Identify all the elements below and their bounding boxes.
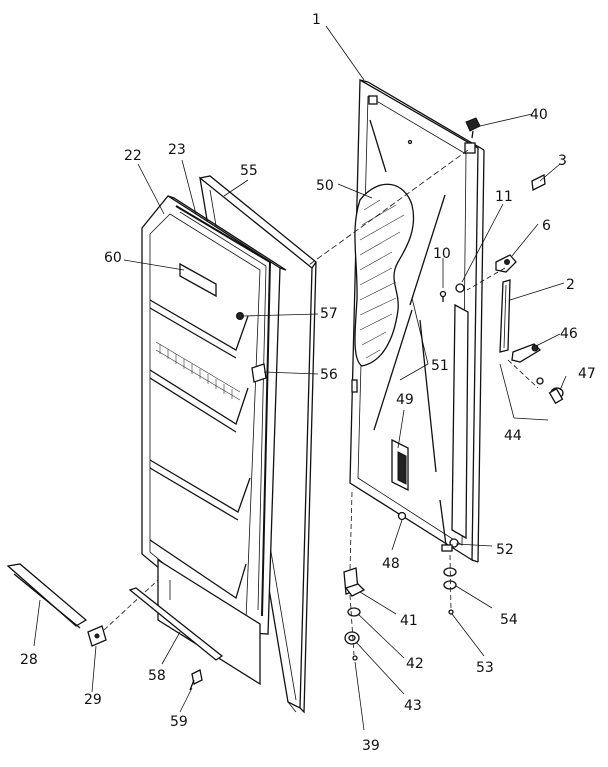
hinge-bar-2 (499, 279, 511, 353)
callout-42: 42 (406, 656, 424, 672)
callout-39: 39 (362, 738, 380, 754)
hinge-bracket-41 (343, 567, 366, 597)
callout-29: 29 (84, 692, 102, 708)
callout-1: 1 (312, 12, 321, 28)
cover-3 (531, 174, 546, 191)
callout-46: 46 (560, 326, 578, 342)
callout-22: 22 (124, 148, 142, 164)
callout-44: 44 (504, 428, 522, 444)
callout-50: 50 (316, 178, 334, 194)
callout-11: 11 (495, 189, 513, 205)
callout-59: 59 (170, 714, 188, 730)
callout-10: 10 (433, 246, 451, 262)
washer-43 (344, 631, 360, 645)
hinge-pin-6 (495, 254, 517, 273)
callout-49: 49 (396, 392, 414, 408)
callout-labels: 1 40 3 11 6 50 10 2 46 47 44 51 49 52 48… (20, 12, 596, 754)
bracket-29 (87, 625, 107, 647)
screw-53 (448, 609, 454, 615)
door-liner (141, 195, 287, 635)
washer-48 (397, 511, 407, 521)
washer-44 (536, 377, 544, 385)
insulation-foam (354, 183, 415, 367)
callout-56: 56 (320, 367, 338, 383)
pin-39 (352, 655, 358, 661)
handle-28 (6, 563, 88, 629)
callout-2: 2 (566, 277, 575, 293)
callout-58: 58 (148, 668, 166, 684)
door-bottom-panel (157, 558, 261, 686)
callout-43: 43 (404, 698, 422, 714)
leader-lines (33, 25, 567, 731)
screw-10 (439, 290, 447, 302)
callout-57: 57 (320, 306, 338, 322)
callout-6: 6 (542, 218, 551, 234)
callout-51: 51 (431, 358, 449, 374)
callout-41: 41 (400, 613, 418, 629)
callout-23: 23 (168, 142, 186, 158)
callout-53: 53 (476, 660, 494, 676)
callout-55: 55 (240, 163, 258, 179)
callout-47: 47 (578, 366, 596, 382)
callout-28: 28 (20, 652, 38, 668)
callout-54: 54 (500, 612, 518, 628)
callout-40: 40 (530, 107, 548, 123)
knob-47 (548, 387, 564, 405)
screw-59 (189, 669, 203, 691)
callout-60: 60 (104, 250, 122, 266)
callout-52: 52 (496, 542, 514, 558)
washer-42 (347, 607, 361, 617)
hinge-46 (511, 343, 542, 363)
rod-58 (128, 587, 224, 661)
callout-3: 3 (558, 153, 567, 169)
screw-40 (465, 117, 481, 139)
callout-48: 48 (382, 556, 400, 572)
